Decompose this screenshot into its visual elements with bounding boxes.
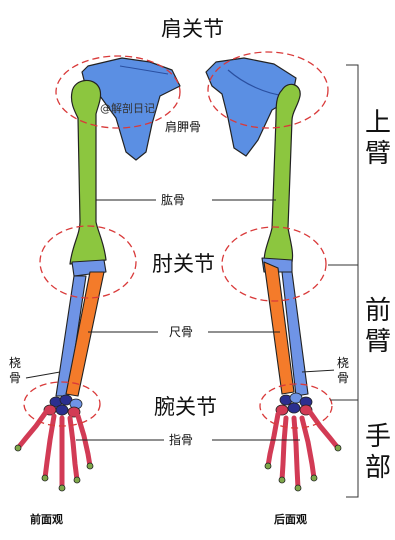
region-forearm: 前 臂 bbox=[363, 296, 393, 358]
label-elbow-joint: 肘关节 bbox=[148, 253, 219, 276]
watermark: @解剖日记 bbox=[100, 103, 155, 114]
right-arm-back-view bbox=[206, 58, 341, 491]
label-radius-right: 桡 骨 bbox=[334, 356, 352, 386]
label-phalanges: 指骨 bbox=[166, 434, 196, 446]
region-upper-arm: 上 臂 bbox=[363, 108, 393, 170]
label-back-view: 后面观 bbox=[274, 514, 307, 525]
carpals-left bbox=[44, 395, 82, 417]
carpals-right bbox=[276, 393, 312, 415]
phalanges-left bbox=[15, 412, 93, 491]
label-front-view: 前面观 bbox=[30, 514, 63, 525]
label-wrist-joint: 腕关节 bbox=[150, 396, 221, 419]
region-bracket bbox=[328, 65, 358, 497]
label-shoulder-joint: 肩关节 bbox=[157, 18, 228, 41]
label-scapula: 肩胛骨 bbox=[162, 121, 204, 133]
label-radius-left: 桡 骨 bbox=[6, 356, 24, 386]
label-humerus: 肱骨 bbox=[158, 194, 188, 206]
label-ulna: 尺骨 bbox=[166, 326, 196, 338]
region-hand: 手 部 bbox=[363, 422, 393, 484]
